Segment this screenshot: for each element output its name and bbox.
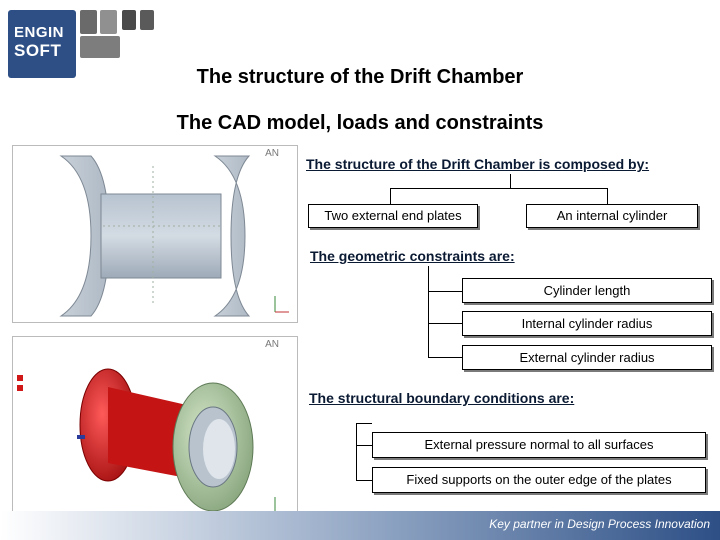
logo-line-1: ENGIN xyxy=(14,24,76,41)
ansys-logo-bottom: AN xyxy=(265,339,279,350)
internal-cylinder-box: An internal cylinder xyxy=(526,204,698,228)
internal-radius-box: Internal cylinder radius xyxy=(462,311,712,336)
page-subtitle: The CAD model, loads and constraints xyxy=(0,112,720,135)
boundary-top-stub xyxy=(356,423,372,424)
boundary-conditions-drawing xyxy=(13,337,297,523)
logo-thumbnail-1 xyxy=(80,10,97,34)
geometric-branch-2 xyxy=(428,323,462,324)
cad-model-bottom: AN xyxy=(12,336,298,524)
legend-marker-1 xyxy=(17,375,23,381)
boundary-branch-1 xyxy=(356,445,372,446)
composition-branch xyxy=(390,188,608,189)
geometric-branch-1 xyxy=(428,291,462,292)
boundary-heading: The structural boundary conditions are: xyxy=(309,390,574,406)
footer-tagline: Key partner in Design Process Innovation xyxy=(489,517,710,531)
composition-connector xyxy=(510,174,511,188)
external-pressure-box: External pressure normal to all surfaces xyxy=(372,432,706,458)
logo-thumbnail-2 xyxy=(100,10,117,34)
cad-model-top: AN xyxy=(12,145,298,323)
boundary-branch-2 xyxy=(356,480,372,481)
logo-thumbnail-3 xyxy=(122,10,136,30)
page-title: The structure of the Drift Chamber xyxy=(0,66,720,89)
logo-thumbnail-4 xyxy=(140,10,154,30)
composition-right-drop xyxy=(607,188,608,204)
logo-line-2: SOFT xyxy=(14,41,76,60)
ansys-logo-top: AN xyxy=(265,148,279,159)
legend-marker-2 xyxy=(17,385,23,391)
boundary-trunk xyxy=(356,423,357,480)
composition-heading: The structure of the Drift Chamber is co… xyxy=(306,156,649,172)
logo-thumbnail-5 xyxy=(80,36,120,58)
geometric-branch-3 xyxy=(428,357,462,358)
end-plates-box: Two external end plates xyxy=(308,204,478,228)
fixed-supports-box: Fixed supports on the outer edge of the … xyxy=(372,467,706,493)
composition-left-drop xyxy=(390,188,391,204)
geometric-trunk xyxy=(428,266,429,358)
external-radius-box: External cylinder radius xyxy=(462,345,712,370)
cylinder-length-box: Cylinder length xyxy=(462,278,712,303)
cylinder-cad-drawing xyxy=(13,146,297,322)
geometric-heading: The geometric constraints are: xyxy=(310,248,515,264)
